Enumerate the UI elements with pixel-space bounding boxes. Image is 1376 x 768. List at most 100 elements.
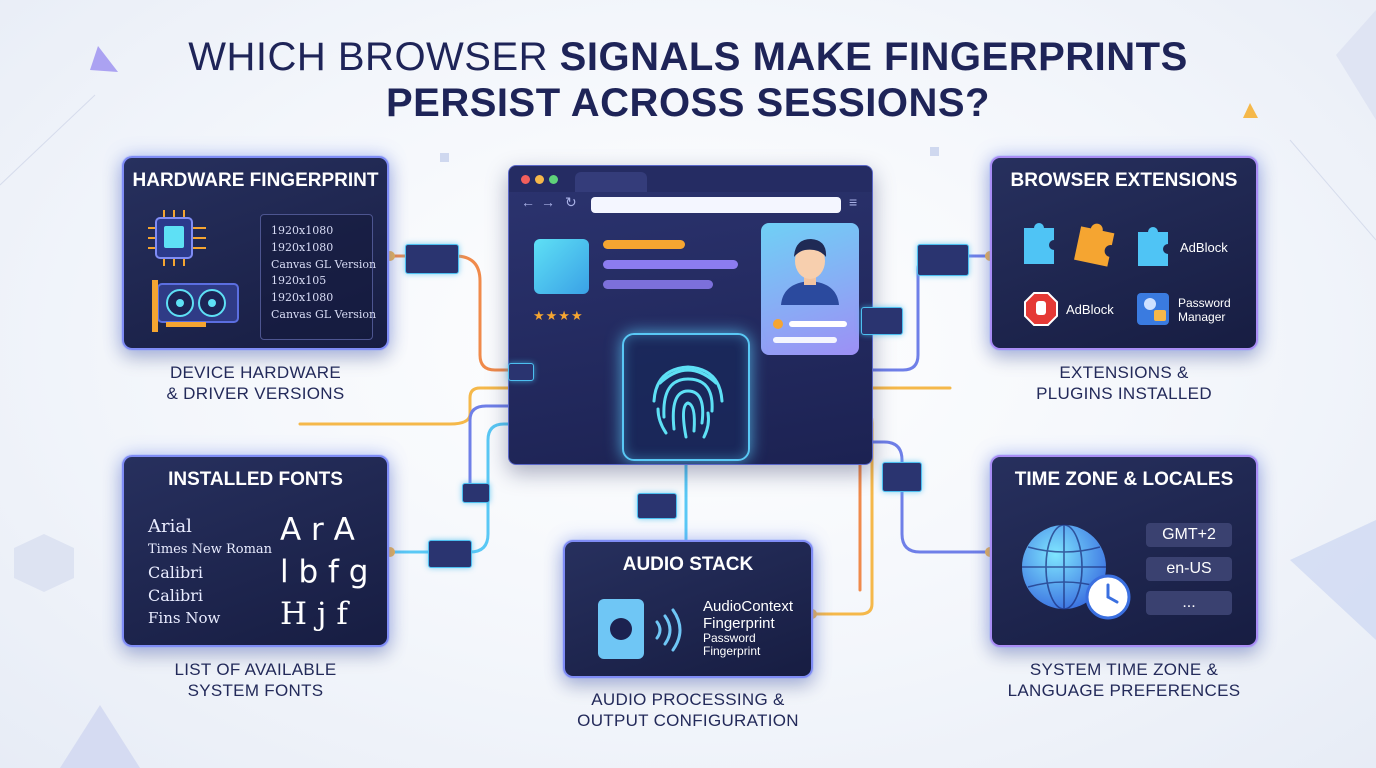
connector-chip: [917, 244, 969, 276]
caption-line: DEVICE HARDWARE: [169, 363, 342, 382]
hardware-caption: DEVICE HARDWARE & DRIVER VERSIONS: [122, 362, 389, 404]
speaker-icon: [598, 599, 644, 659]
caption-line: EXTENSIONS &: [1059, 363, 1189, 382]
glyph-row: A r A: [280, 512, 355, 548]
back-arrow-icon: ←: [521, 194, 535, 210]
reload-icon: ↻: [565, 194, 577, 210]
hardware-values-panel: 1920x1080 1920x1080 Canvas GL Version 19…: [260, 214, 377, 340]
adblock-icon: [1024, 292, 1058, 326]
extension-label: Manager: [1178, 310, 1226, 324]
connector-chip: [405, 244, 459, 274]
user-avatar-icon: [781, 239, 839, 305]
caption-line: PLUGINS INSTALLED: [1036, 384, 1212, 403]
timezone-caption: SYSTEM TIME ZONE & LANGUAGE PREFERENCES: [990, 659, 1258, 701]
profile-dot: [773, 319, 783, 329]
card-title: TIME ZONE & LOCALES: [1014, 469, 1234, 490]
address-bar: [591, 197, 841, 213]
font-item: Arial: [148, 516, 192, 537]
puzzle-icon: [1024, 223, 1054, 264]
font-list: Arial Times New Roman Calibri Calibri Fi…: [148, 515, 272, 630]
cpu-icon: [148, 210, 206, 266]
decor-triangle-bottom-left: [60, 705, 140, 768]
installed-fonts-card: INSTALLED FONTS Arial Times New Roman Ca…: [122, 455, 389, 647]
window-maximize-dot: [549, 175, 558, 184]
tz-value-pill: GMT+2: [1146, 523, 1232, 547]
puzzle-icon: [1138, 227, 1168, 266]
password-manager-icon: [1137, 293, 1169, 325]
caption-line: OUTPUT CONFIGURATION: [577, 711, 799, 730]
hardware-line: 1920x1080: [271, 224, 334, 237]
font-item: Calibri: [148, 563, 204, 582]
rating-stars: ★★★★: [533, 308, 584, 323]
profile-line: [773, 337, 837, 343]
card-title: AUDIO STACK: [622, 554, 754, 575]
menu-icon: ≡: [849, 194, 858, 210]
content-image-placeholder: [534, 239, 589, 294]
extensions-caption: EXTENSIONS & PLUGINS INSTALLED: [990, 362, 1258, 404]
page-title: WHICH BROWSER SIGNALS MAKE FINGERPRINTS …: [0, 34, 1376, 126]
hardware-line: Canvas GL Version: [271, 307, 377, 321]
decor-triangle-top-right: [1243, 103, 1258, 118]
audio-line: Password: [703, 631, 756, 645]
caption-line: SYSTEM FONTS: [187, 681, 324, 700]
extension-label: Password: [1178, 296, 1231, 310]
browser-extensions-card: BROWSER EXTENSIONS AdBlock AdBlock Passw…: [990, 156, 1258, 350]
font-item: Calibri: [148, 586, 204, 605]
audio-caption: AUDIO PROCESSING & OUTPUT CONFIGURATION: [563, 689, 813, 731]
connector-chip: [462, 483, 490, 503]
hardware-line: 1920x1080: [271, 291, 334, 305]
globe-icon: [1022, 524, 1131, 620]
card-title: HARDWARE FINGERPRINT: [132, 170, 379, 191]
content-bar: [603, 240, 685, 249]
glyph-row: l b f g: [280, 554, 369, 590]
hardware-line: 1920x105: [271, 274, 327, 288]
hardware-fingerprint-card: HARDWARE FINGERPRINT 1920x1080 1920x1080…: [122, 156, 389, 350]
font-item: Fins Now: [148, 609, 221, 627]
gpu-icon: [152, 280, 239, 332]
extension-label: AdBlock: [1066, 302, 1114, 317]
hardware-line: Canvas GL Version: [271, 257, 377, 271]
fonts-caption: LIST OF AVAILABLE SYSTEM FONTS: [122, 659, 389, 701]
glyph-row: H j f: [280, 596, 348, 632]
connector-chip: [508, 363, 534, 381]
connector-chip: [637, 493, 677, 519]
puzzle-icon: [1074, 223, 1115, 267]
font-glyph-samples: A r A l b f g H j f: [280, 509, 370, 635]
caption-line: SYSTEM TIME ZONE &: [1029, 660, 1219, 679]
sound-wave-icon: [655, 608, 682, 652]
content-bar: [603, 280, 713, 289]
profile-line: [789, 321, 847, 327]
decor-triangle-right: [1336, 10, 1376, 120]
tz-value-pill: ...: [1146, 591, 1232, 615]
title-line-2: PERSIST ACROSS SESSIONS?: [386, 81, 990, 125]
connector-chip: [882, 462, 922, 492]
browser-tab-bar: [509, 166, 872, 192]
browser-tab: [575, 172, 647, 192]
audio-text: AudioContext Fingerprint Password Finger…: [703, 598, 793, 658]
decor-triangle-right-lower: [1290, 520, 1376, 640]
tz-value-pill: en-US: [1146, 557, 1232, 581]
title-part-bold: SIGNALS MAKE FINGERPRINTS: [559, 35, 1188, 79]
caption-line: & DRIVER VERSIONS: [166, 384, 345, 403]
caption-line: LANGUAGE PREFERENCES: [1007, 681, 1241, 700]
caption-line: AUDIO PROCESSING &: [591, 690, 785, 709]
card-title: BROWSER EXTENSIONS: [1010, 170, 1238, 191]
profile-card: [761, 223, 859, 355]
audio-line: AudioContext: [703, 598, 794, 615]
fingerprint-panel: [622, 333, 750, 461]
decor-hexagon-left: [14, 534, 74, 592]
window-close-dot: [521, 175, 530, 184]
fingerprint-icon: [652, 365, 724, 439]
audio-stack-card: AUDIO STACK AudioContext Fingerprint Pas…: [563, 540, 813, 678]
window-minimize-dot: [535, 175, 544, 184]
content-bar: [603, 260, 738, 269]
caption-line: LIST OF AVAILABLE: [174, 660, 337, 679]
title-part-light: WHICH BROWSER: [188, 35, 560, 79]
font-item: Times New Roman: [148, 542, 273, 557]
connector-chip: [428, 540, 472, 568]
decor-triangle-top-left: [90, 46, 118, 72]
forward-arrow-icon: →: [541, 194, 555, 210]
audio-line: Fingerprint: [703, 644, 761, 658]
browser-window: ← → ↻ ≡ ★★★★: [508, 165, 873, 465]
